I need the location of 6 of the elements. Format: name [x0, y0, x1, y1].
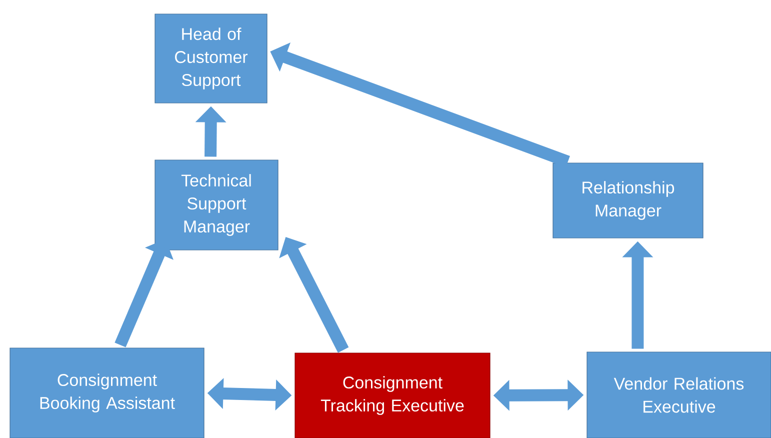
role-box: Vendor Relations Executive: [586, 352, 771, 438]
role-box: Relationship Manager: [552, 162, 704, 238]
role-box: Head of Customer Support: [154, 14, 268, 104]
role-box: Technical Support Manager: [154, 160, 278, 250]
role-box: Consignment Tracking Executive: [294, 352, 490, 438]
role-box: Consignment Booking Assistant: [10, 348, 204, 438]
